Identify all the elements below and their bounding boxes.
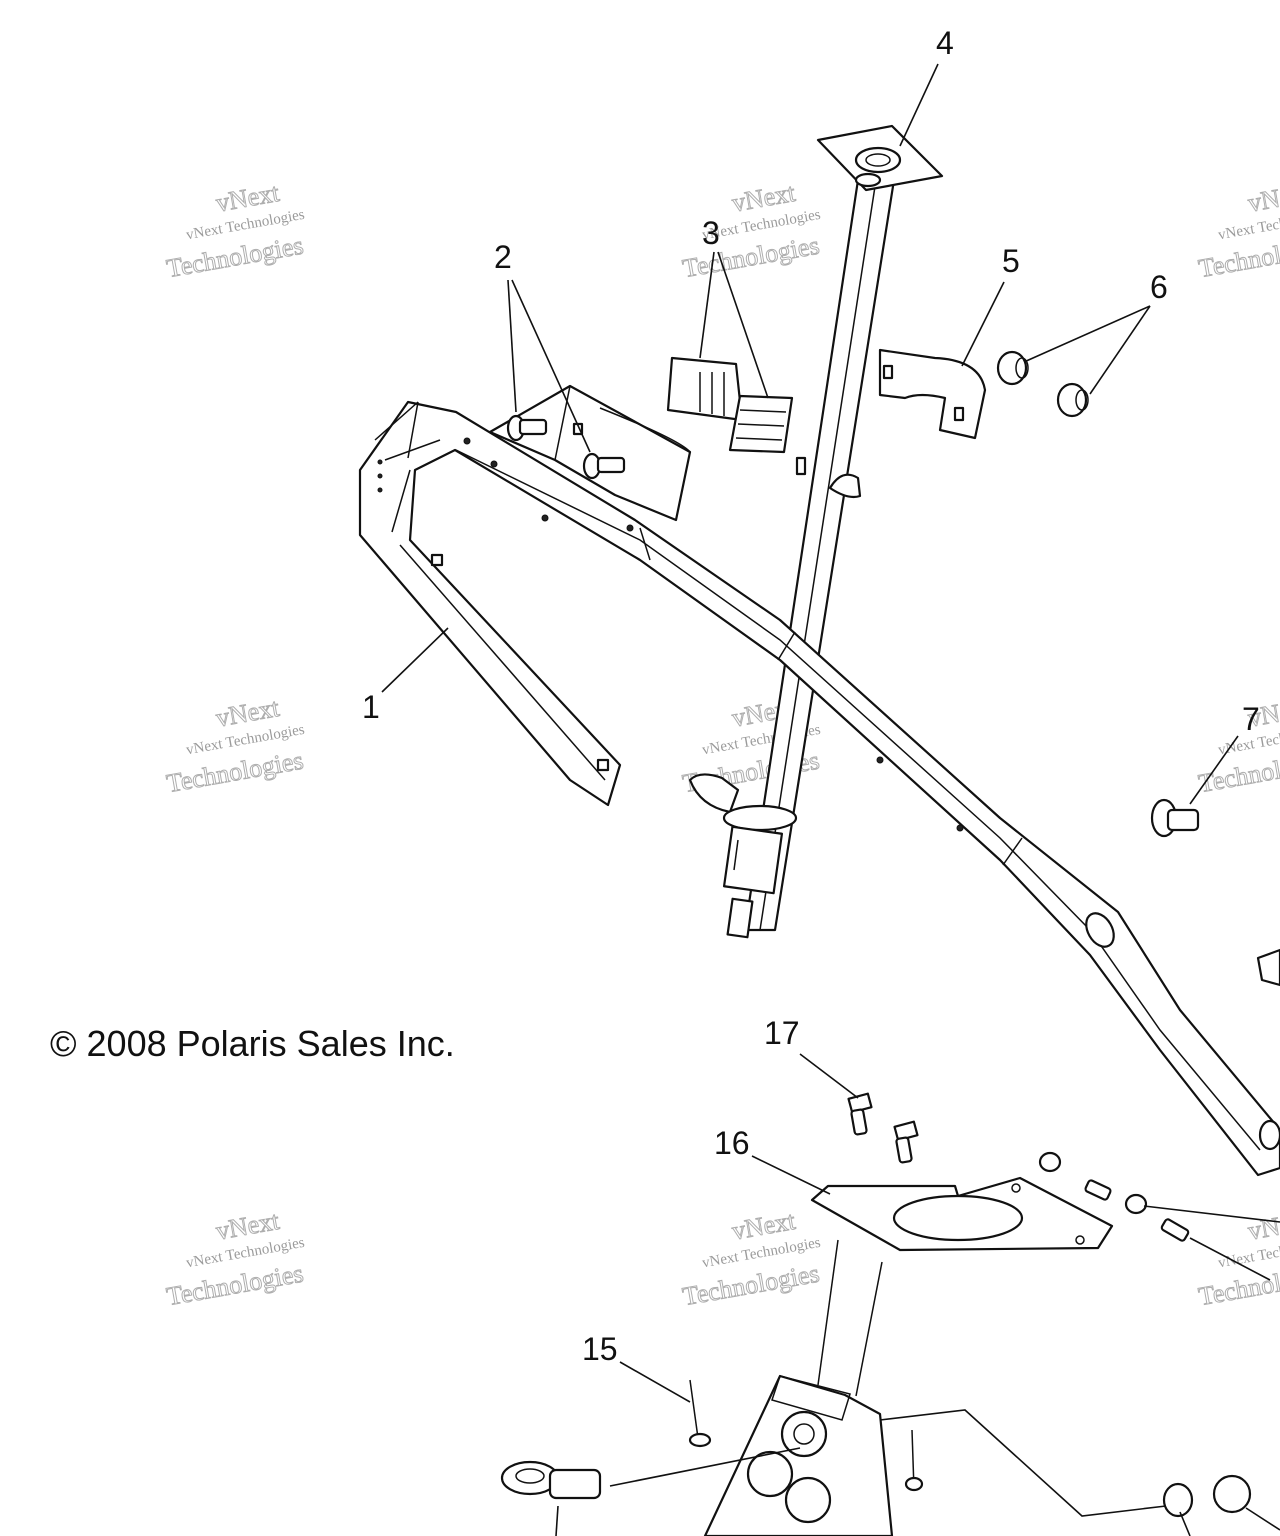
part-frame xyxy=(358,400,1280,1177)
watermark-text: vNext xyxy=(1246,178,1280,218)
copyright-text: © 2008 Polaris Sales Inc. xyxy=(50,1023,455,1064)
callout-3: 3 xyxy=(702,215,720,251)
part-clamp xyxy=(878,348,987,440)
part-bushings xyxy=(666,356,794,454)
part-lower-bracket xyxy=(500,1239,924,1536)
callout-1: 1 xyxy=(362,689,380,725)
watermark-text: vNext xyxy=(1246,1206,1280,1246)
callout-labels: 1 2 3 4 5 6 7 15 16 17 xyxy=(362,25,1260,1367)
watermark-text: Technologies xyxy=(164,746,305,799)
part-hardware xyxy=(1038,1151,1252,1518)
callout-2: 2 xyxy=(494,239,512,275)
callout-17: 17 xyxy=(764,1015,800,1051)
callout-5: 5 xyxy=(1002,243,1020,279)
part-bracket xyxy=(488,384,692,522)
part-steering-column xyxy=(688,124,944,939)
callout-16: 16 xyxy=(714,1125,750,1161)
callout-6: 6 xyxy=(1150,269,1168,305)
watermark-text: Technologies xyxy=(164,1259,305,1312)
callout-15: 15 xyxy=(582,1331,618,1367)
part-bolts-17 xyxy=(847,1092,919,1164)
leader-lines xyxy=(381,63,1280,1536)
watermark-text: Technologies xyxy=(680,1259,821,1312)
part-bolt-7 xyxy=(1150,798,1280,987)
watermark-text: Technologies xyxy=(164,231,305,284)
callout-4: 4 xyxy=(936,25,954,61)
callout-7: 7 xyxy=(1242,701,1260,737)
part-mount-plate xyxy=(810,1176,1114,1252)
part-grommets xyxy=(996,350,1089,418)
